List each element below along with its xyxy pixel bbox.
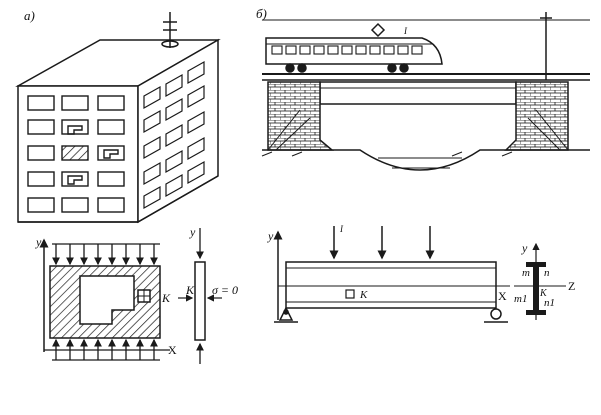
beam-y-label: y <box>267 229 274 243</box>
m-label: m <box>522 267 530 279</box>
i-section <box>526 262 546 315</box>
panel-a-label: a) <box>24 8 35 23</box>
pantograph-icon <box>370 22 386 38</box>
beam-x-label: X <box>498 289 507 303</box>
main-girder <box>319 81 517 105</box>
wall-element-diagram: y K X y K σ <box>35 225 238 364</box>
building-block <box>15 12 221 224</box>
section-y-label: y <box>521 241 528 255</box>
stress-label: σ = 0 <box>212 283 238 297</box>
x-axis-label: X <box>168 343 177 357</box>
side-k-label: K <box>185 283 195 297</box>
side-bar <box>194 261 206 341</box>
side-y-label: y <box>189 225 196 239</box>
ground-river <box>262 149 590 171</box>
beam-element-k <box>345 289 355 299</box>
antenna-icon <box>161 12 179 48</box>
panel-b-label: б) <box>256 6 267 21</box>
load-mark-label: I <box>403 26 408 36</box>
m1-label: m1 <box>514 293 527 305</box>
point-k-label: K <box>161 291 171 305</box>
train: I <box>265 22 443 73</box>
left-abutment <box>267 81 335 151</box>
right-support <box>484 308 508 323</box>
beam-diagram: y I K X y Z m n m1 <box>267 224 575 323</box>
n1-label: n1 <box>544 297 555 309</box>
front-windows <box>27 95 125 213</box>
wall-opening <box>79 275 135 325</box>
n-label: n <box>544 267 550 279</box>
k-small-label: K <box>539 288 548 299</box>
side-windows <box>143 60 205 210</box>
panel-b: б) I <box>256 6 590 171</box>
top-load-arrows <box>52 243 160 266</box>
beam-k-label: K <box>359 289 368 301</box>
z-axis-label: Z <box>568 279 575 293</box>
right-abutment <box>504 81 569 151</box>
panel-a: a) <box>15 8 221 224</box>
left-support <box>274 306 298 323</box>
load-mark-small: I <box>339 224 344 234</box>
beam <box>285 261 497 309</box>
y-axis-label: y <box>35 235 42 249</box>
